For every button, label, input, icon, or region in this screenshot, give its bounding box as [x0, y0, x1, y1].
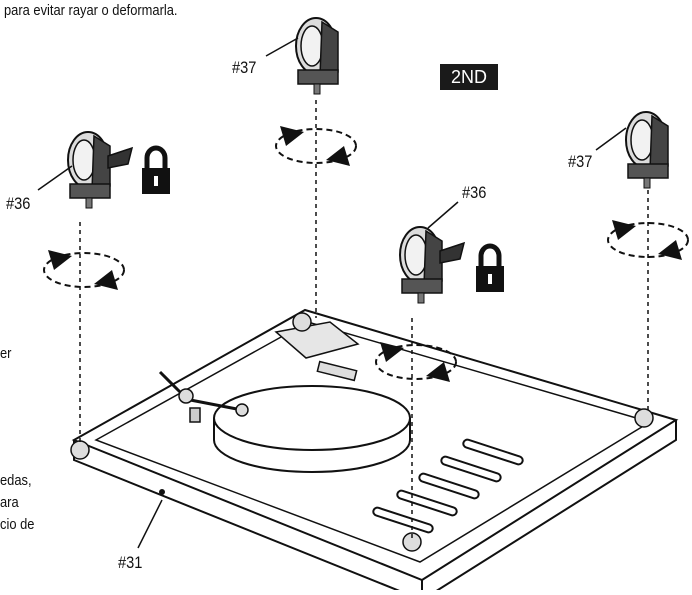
- label-caster-front-left: #36: [6, 194, 31, 213]
- label-caster-back-center: #37: [232, 58, 257, 77]
- header-text: para evitar rayar o deformarla.: [4, 2, 178, 19]
- side-text-fragment: ara: [0, 494, 19, 511]
- lock-icon: [476, 246, 504, 292]
- side-text-fragment: edas,: [0, 472, 32, 489]
- caster-back-center: [295, 17, 339, 95]
- step-badge: 2ND: [440, 64, 498, 90]
- label-base: #31: [118, 553, 143, 572]
- rotate-arrows-icon: [43, 249, 125, 291]
- guide-lines: [79, 100, 649, 540]
- lock-icon: [142, 148, 170, 194]
- base-tray: [70, 308, 679, 595]
- side-text-fragment: cio de: [0, 516, 35, 533]
- caster-back-right: [625, 111, 669, 189]
- caster-center: [400, 227, 464, 303]
- label-caster-back-right: #37: [568, 152, 593, 171]
- caster-front-left: [68, 132, 132, 208]
- label-caster-center: #36: [462, 183, 487, 202]
- side-text-fragment: er: [0, 345, 12, 362]
